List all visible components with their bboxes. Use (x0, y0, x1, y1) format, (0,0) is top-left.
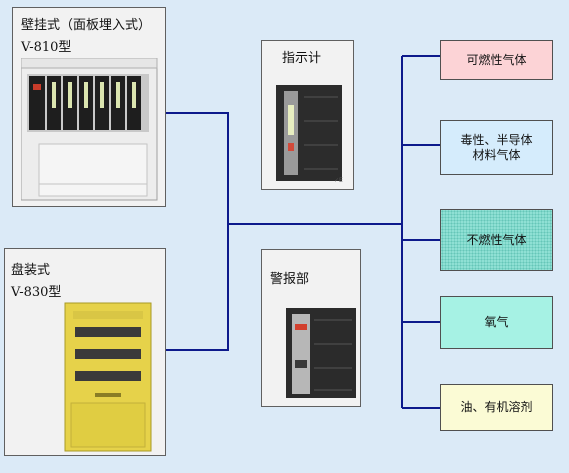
gas-label-nonflammable: 不燃性气体 (466, 232, 527, 247)
gas-label-oxygen: 氧气 (484, 315, 509, 329)
rack-mount-title: 盘装式 (11, 263, 51, 278)
alarm-panel: 警报部 (261, 249, 361, 407)
indicator-unit-image (276, 85, 342, 181)
device-bracket-line (166, 112, 229, 351)
gas-label-flammable: 可燃性气体 (466, 52, 527, 67)
indicator-panel: 指示计 ✓E (261, 40, 354, 190)
gas-box-solvent: 油、有机溶剂 (440, 384, 553, 431)
gas-box-nonflammable: 不燃性气体 (440, 209, 553, 271)
gas-label-toxic: 毒性、半导体 材料气体 (460, 132, 533, 162)
gas-box-toxic: 毒性、半导体 材料气体 (440, 120, 553, 175)
gas-box-oxygen: 氧气 (440, 296, 553, 349)
rack-mount-cabinet-image (64, 302, 152, 452)
rack-mount-model: V-830型 (11, 285, 62, 300)
gas-box-flammable: 可燃性气体 (440, 40, 553, 80)
alarm-title: 警报部 (270, 272, 310, 287)
wall-mount-model: V-810型 (21, 40, 72, 55)
wall-mount-title: 壁挂式（面板埋入式） (21, 18, 152, 33)
gas-label-solvent: 油、有机溶剂 (460, 400, 533, 414)
indicator-title: 指示计 (282, 51, 322, 66)
wall-mount-unit-image (21, 58, 158, 201)
indicator-mark: ✓E (334, 177, 343, 184)
rack-mount-panel: 盘装式 V-830型 (4, 248, 166, 456)
alarm-unit-image (286, 308, 356, 398)
wall-mount-panel: 壁挂式（面板埋入式） V-810型 (12, 7, 166, 207)
